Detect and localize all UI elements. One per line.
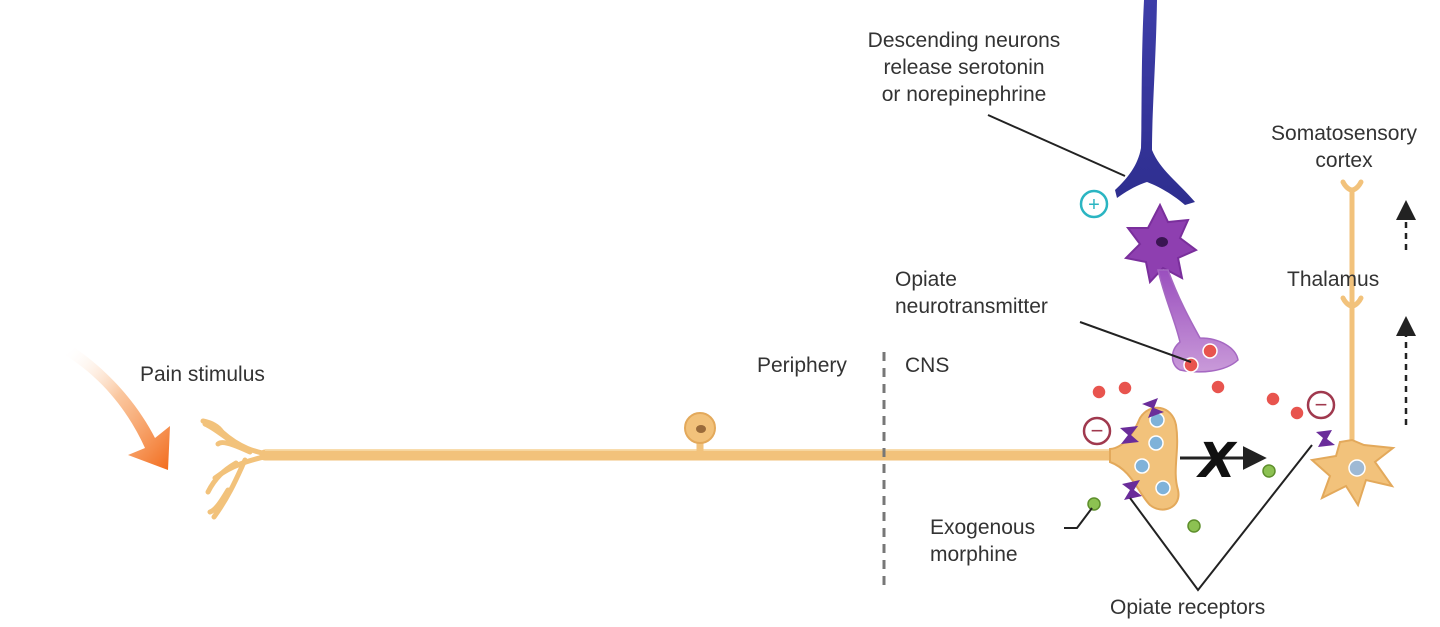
descending-neurons-line-2: release serotonin — [883, 56, 1045, 79]
somatosensory-line-2: cortex — [1315, 149, 1373, 172]
pain-stimulus-arrow — [65, 348, 170, 470]
descending-neuron — [1115, 0, 1195, 205]
descending-neurons-label: Descending neurons release serotonin or … — [846, 27, 1082, 108]
exogenous-morphine-molecules — [1087, 464, 1276, 533]
morphine-line-1: Exogenous — [930, 516, 1036, 539]
sensory-neuron — [200, 406, 1180, 520]
blocked-transmission: X — [1180, 433, 1267, 489]
descending-neurons-line-1: Descending neurons — [867, 29, 1061, 52]
opiate-line-2: neurotransmitter — [895, 295, 1048, 318]
interneuron — [1123, 202, 1239, 373]
interneuron-axon-terminal — [1157, 269, 1239, 373]
postsynaptic-opiate-receptor — [1316, 430, 1335, 447]
svg-text:X: X — [1195, 433, 1237, 489]
opiate-neurotransmitter-molecules — [1091, 343, 1305, 421]
somatosensory-cortex-label: Somatosensory cortex — [1254, 120, 1434, 174]
second-order-nucleus — [1348, 459, 1366, 477]
synaptic-vesicles — [1134, 412, 1171, 496]
interneuron-nucleus — [1156, 237, 1168, 247]
second-order-neuron — [1309, 179, 1396, 508]
pain-stimulus-label: Pain stimulus — [140, 363, 265, 386]
somatosensory-line-1: Somatosensory — [1271, 122, 1417, 145]
sensory-nucleus — [696, 425, 706, 433]
cns-label: CNS — [905, 354, 950, 377]
descending-neurons-line-3: or norepinephrine — [881, 83, 1047, 106]
excitatory-synapse-sign: + — [1079, 189, 1109, 219]
sensory-dendrites — [200, 418, 275, 520]
thalamus-label: Thalamus — [1287, 268, 1380, 291]
opiate-neurotransmitter-label: Opiate neurotransmitter — [895, 266, 1048, 320]
svg-text:−: − — [1091, 418, 1104, 443]
opiate-line-1: Opiate — [895, 268, 957, 291]
morphine-line-2: morphine — [930, 543, 1018, 566]
presynaptic-opiate-receptors — [1120, 398, 1164, 500]
svg-text:+: + — [1088, 194, 1100, 216]
descending-axon-terminal — [1115, 0, 1195, 205]
exogenous-morphine-label: Exogenous morphine — [930, 514, 1035, 568]
periphery-label: Periphery — [757, 354, 847, 377]
inhibitory-sign-presynaptic: − — [1082, 416, 1112, 446]
svg-text:−: − — [1315, 392, 1328, 417]
inhibitory-sign-postsynaptic: − — [1306, 390, 1336, 420]
leader-lines — [987, 114, 1313, 592]
opiate-receptors-label: Opiate receptors — [1110, 596, 1266, 619]
